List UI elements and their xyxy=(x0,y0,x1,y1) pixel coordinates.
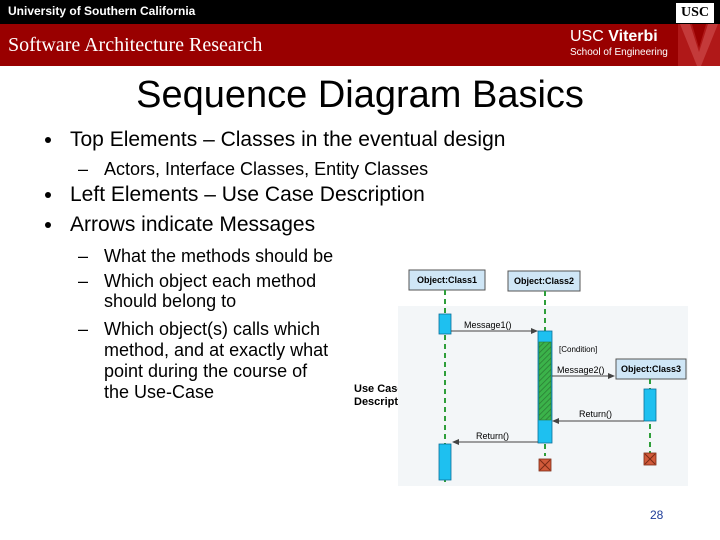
bullet-dot xyxy=(45,137,51,143)
sub-bullet-text: should belong to xyxy=(104,291,237,311)
message-label: Return() xyxy=(476,431,509,441)
viterbi-name: Viterbi xyxy=(608,28,658,45)
bullet-text: Top Elements – Classes in the eventual d… xyxy=(70,128,506,151)
message-label: Message1() xyxy=(464,320,512,330)
viterbi-school: School of Engineering xyxy=(570,47,668,58)
message-label: Return() xyxy=(579,409,612,419)
activation-bar xyxy=(438,313,452,335)
return-arrow: Return() xyxy=(452,431,538,445)
sub-bullet-text: Which object(s) calls which xyxy=(104,319,321,339)
object-box-class1: Object:Class1 xyxy=(408,269,486,291)
sub-bullet-text: What the methods should be xyxy=(104,246,334,266)
sub-bullet-text: Which object each method xyxy=(104,271,317,291)
group-name: Software Architecture Research xyxy=(8,34,263,56)
slide-title: Sequence Diagram Basics xyxy=(136,74,584,116)
activation-bar xyxy=(438,443,452,481)
object-label: Object:Class3 xyxy=(621,364,681,374)
object-label: Object:Class2 xyxy=(514,276,574,286)
object-label: Object:Class1 xyxy=(417,275,477,285)
condition-region xyxy=(538,341,552,421)
sub-bullet-text: Actors, Interface Classes, Entity Classe… xyxy=(104,159,429,179)
sub-bullet-dash: – xyxy=(78,246,89,266)
message-arrow: Message2() xyxy=(552,365,615,379)
sub-bullet-dash: – xyxy=(78,319,89,339)
return-arrow: Return() xyxy=(552,409,644,424)
condition-label: [Condition] xyxy=(559,345,597,354)
destroy-marker-icon xyxy=(643,452,657,466)
activation-bar xyxy=(643,388,657,422)
sub-bullet-dash: – xyxy=(78,159,89,179)
destroy-marker-icon xyxy=(538,458,552,472)
research-banner: Software Architecture Research USC Viter… xyxy=(0,24,720,66)
bullet-dot xyxy=(45,192,51,198)
page-number: 28 xyxy=(650,508,664,522)
sub-bullet-text: method, and at exactly what xyxy=(104,340,329,360)
bullet-dot xyxy=(45,222,51,228)
message-label: Message2() xyxy=(557,365,605,375)
viterbi-logo: USC Viterbi School of Engineering xyxy=(570,29,668,58)
message-arrow: Message1() xyxy=(451,320,538,334)
university-bar: University of Southern California USC xyxy=(0,0,720,24)
viterbi-v-icon xyxy=(678,24,720,66)
bullet-text: Arrows indicate Messages xyxy=(70,213,316,236)
usc-logo: USC xyxy=(675,3,714,23)
object-box-class3: Object:Class3 xyxy=(615,358,687,380)
use-case-label-line: Use Case xyxy=(354,383,404,395)
university-name: University of Southern California xyxy=(8,4,196,18)
sub-bullet-text: the Use-Case xyxy=(104,382,215,402)
bullet-text: Left Elements – Use Case Description xyxy=(70,183,425,206)
object-box-class2: Object:Class2 xyxy=(507,270,581,292)
sub-bullet-dash: – xyxy=(78,271,89,291)
sequence-diagram: Object:Class1 Object:Class2 Object:Class… xyxy=(398,269,688,486)
viterbi-usc-text: USC xyxy=(570,28,604,45)
sub-bullet-text: point during the course of xyxy=(104,361,308,381)
